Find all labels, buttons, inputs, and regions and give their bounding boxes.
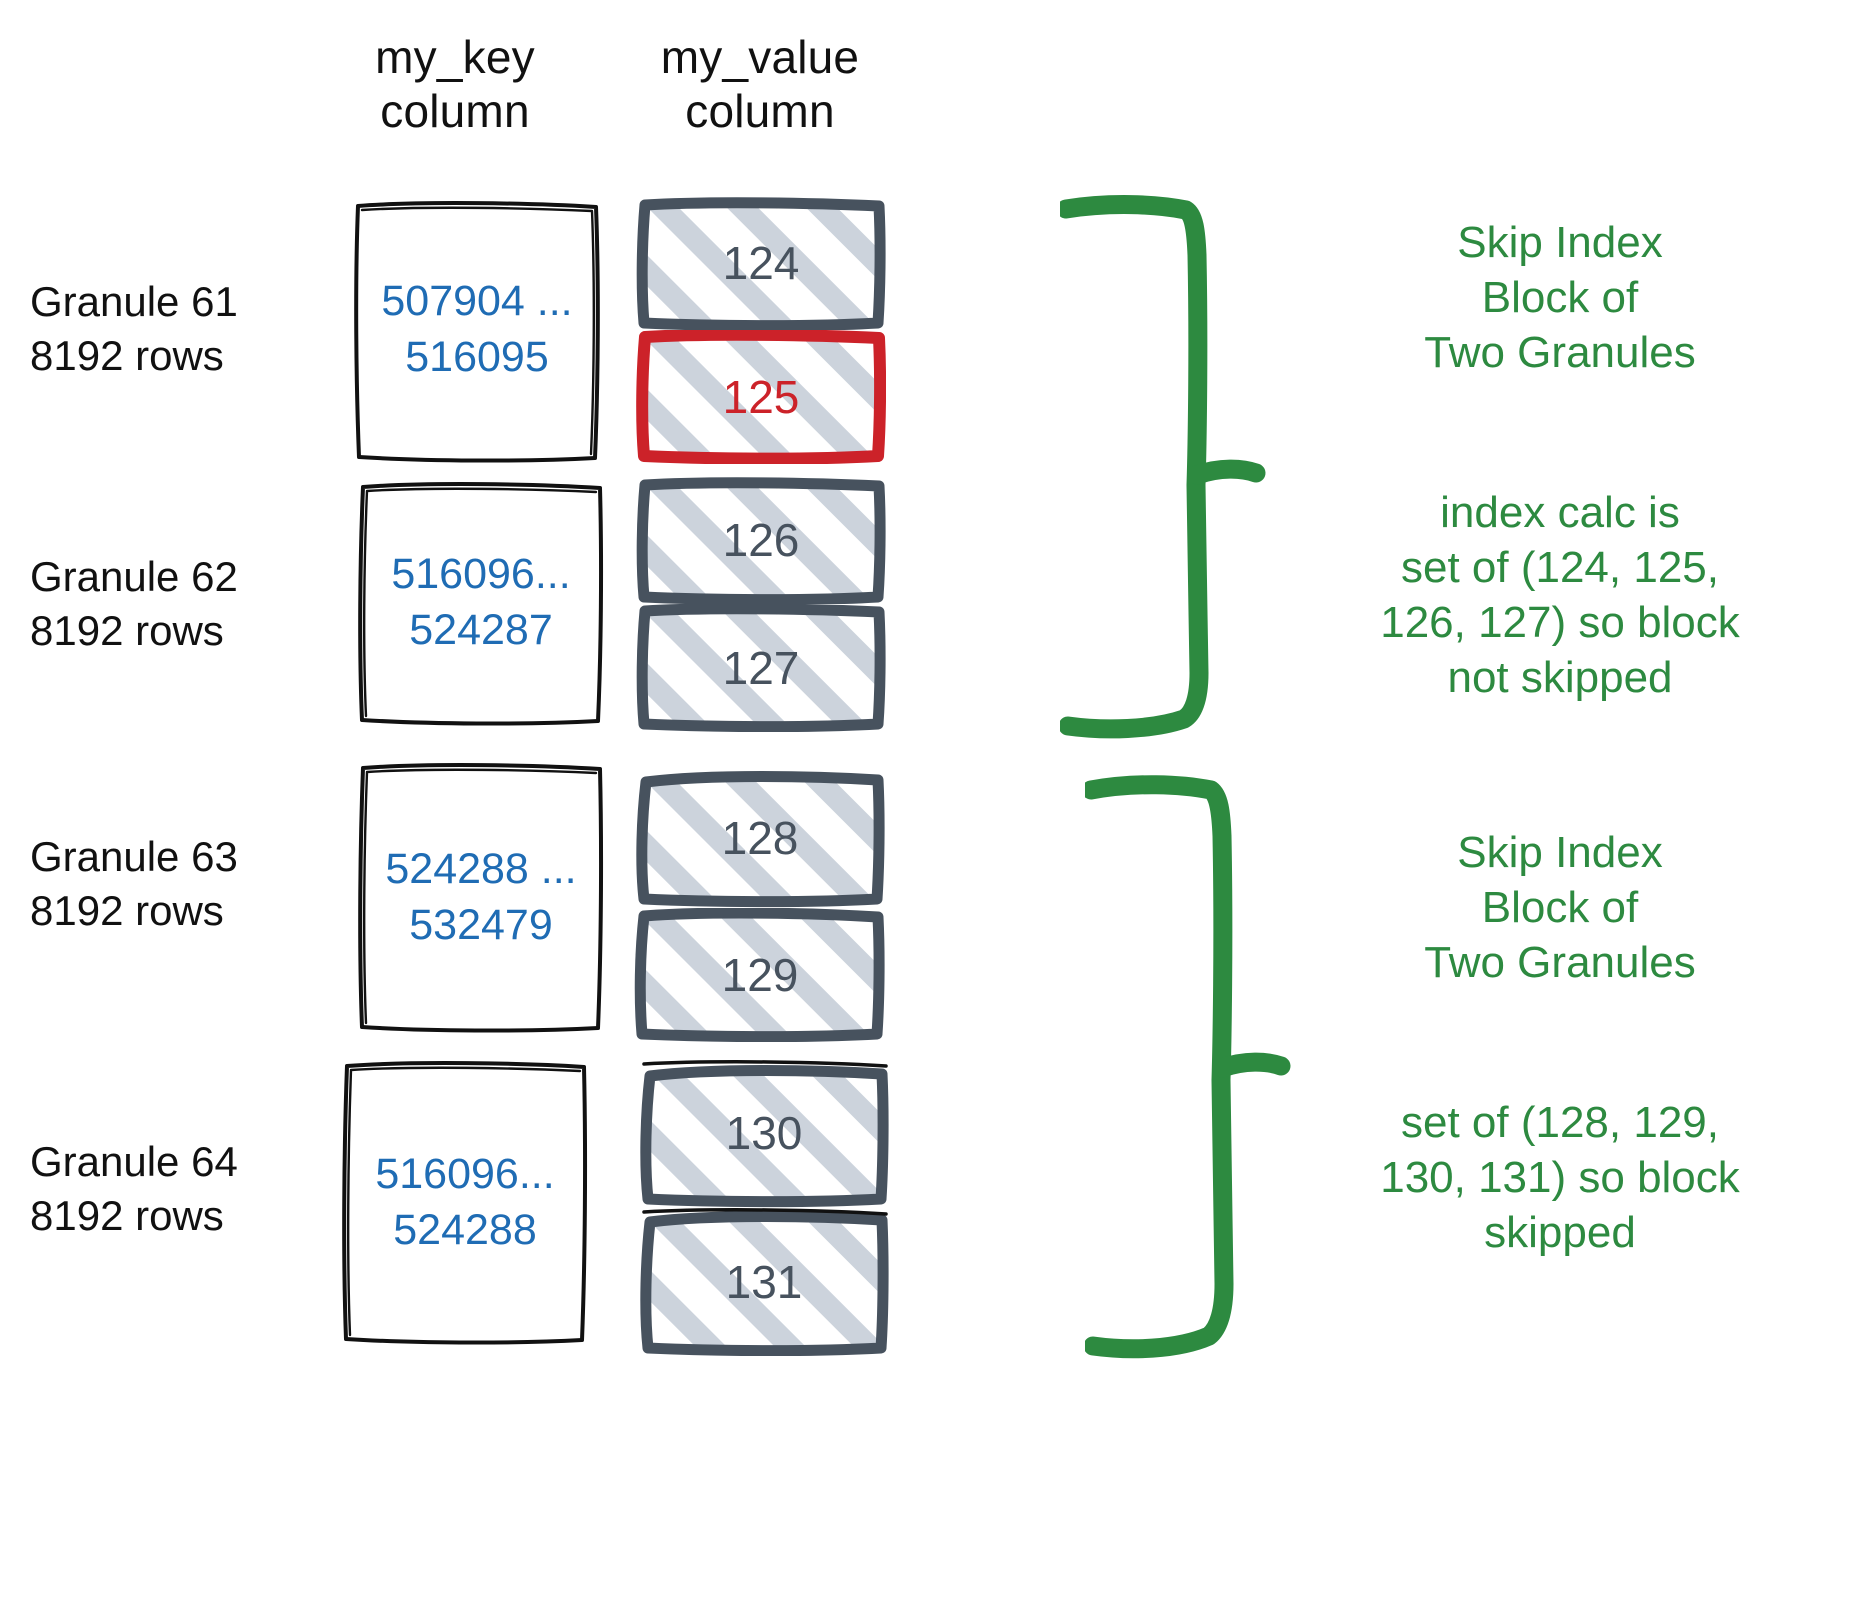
granule-label-63: Granule 63 8192 rows	[30, 833, 238, 934]
value-box-outline-icon	[640, 1208, 889, 1356]
value-label-127: 127	[722, 642, 800, 694]
granule-label-61: Granule 61 8192 rows	[30, 278, 238, 379]
granule-label-62: Granule 62 8192 rows	[30, 553, 238, 654]
granule-label-64: Granule 64 8192 rows	[30, 1138, 238, 1239]
value-label-131: 131	[725, 1256, 803, 1308]
key-range-granule-61: 507904 ... 516095	[381, 277, 573, 381]
key-range-granule-63: 524288 ... 532479	[385, 845, 577, 949]
key-range-granule-62: 516096... 524287	[391, 550, 571, 654]
column-header-my-key: my_key column	[375, 31, 535, 138]
value-box-131: 131	[636, 1208, 892, 1356]
key-box-granule-62: 516096... 524287	[356, 478, 606, 728]
value-box-128: 128	[632, 768, 888, 908]
column-header-my-value: my_value column	[660, 31, 860, 138]
value-label-125: 125	[722, 371, 800, 423]
value-box-outline-icon	[636, 477, 886, 604]
value-label-126: 126	[722, 514, 800, 566]
value-box-124: 124	[636, 196, 886, 330]
value-box-outline-icon	[636, 771, 885, 908]
value-box-outline-icon	[636, 604, 886, 732]
value-box-126: 126	[636, 476, 886, 604]
value-box-129: 129	[632, 908, 888, 1042]
value-label-130: 130	[725, 1107, 803, 1159]
key-box-outline-icon	[354, 201, 600, 463]
key-box-granule-64: 516096... 524288	[340, 1058, 590, 1348]
key-range-granule-64: 516096... 524288	[375, 1150, 555, 1254]
annotation-index-calc-block-1: index calc is set of (124, 125, 126, 127…	[1380, 488, 1740, 702]
value-box-highlight-outline-icon	[636, 330, 886, 464]
value-box-130: 130	[636, 1058, 892, 1208]
brace-block-2-icon	[1085, 775, 1291, 1359]
value-box-127: 127	[636, 604, 886, 732]
key-box-outline-icon	[358, 482, 604, 726]
key-box-granule-61: 507904 ... 516095	[352, 196, 602, 464]
key-box-outline-icon	[358, 763, 604, 1033]
key-box-granule-63: 524288 ... 532479	[356, 760, 606, 1036]
brace-block-1-icon	[1060, 195, 1266, 739]
annotation-index-calc-block-2: set of (128, 129, 130, 131) so block ski…	[1380, 1098, 1740, 1257]
value-box-outline-icon	[634, 908, 885, 1042]
annotation-skip-index-block-2: Skip Index Block of Two Granules	[1424, 828, 1696, 987]
annotation-skip-index-block-1: Skip Index Block of Two Granules	[1424, 218, 1696, 377]
value-label-129: 129	[721, 949, 799, 1001]
value-label-128: 128	[721, 812, 799, 864]
value-box-outline-icon	[640, 1060, 889, 1208]
value-box-outline-icon	[636, 197, 886, 330]
key-box-outline-icon	[342, 1061, 588, 1345]
value-box-125-highlighted: 125	[636, 330, 886, 464]
value-label-124: 124	[722, 237, 800, 289]
